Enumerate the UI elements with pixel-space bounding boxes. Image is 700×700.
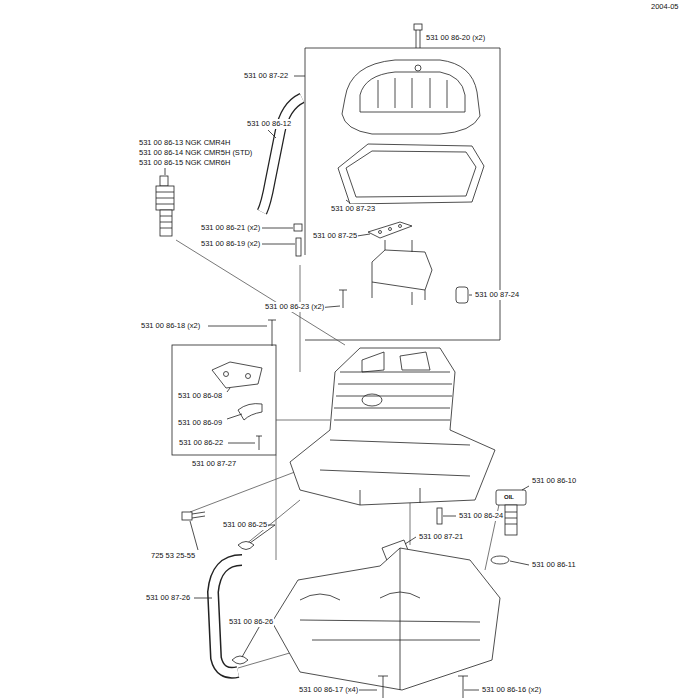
part-number: 531 00 86-22 <box>178 438 224 448</box>
part-number: 531 00 87-22 <box>243 71 289 81</box>
part-number: 531 00 87-26 <box>145 593 191 603</box>
part-number: 531 00 86-16 (x2) <box>481 685 542 695</box>
part-number: 531 00 87-24 <box>474 290 520 300</box>
part-number: 531 00 86-10 <box>531 476 577 486</box>
part-number: 531 00 87-25 <box>312 231 358 241</box>
part-number: 531 00 86-12 <box>246 119 292 129</box>
part-number: 531 00 86-09 <box>177 418 223 428</box>
part-number: 531 00 86-24 <box>458 511 504 521</box>
part-number: 531 00 86-18 (x2) <box>140 321 201 331</box>
part-number: 531 00 86-13 NGK CMR4H <box>138 138 231 148</box>
part-number: 531 00 86-19 (x2) <box>200 239 261 249</box>
part-number: 531 00 86-23 (x2) <box>264 302 325 312</box>
part-number: 531 00 87-23 <box>330 204 376 214</box>
part-number: 531 00 87-27 <box>191 459 237 469</box>
part-number: 531 00 86-17 (x4) <box>298 685 359 695</box>
part-number: 531 00 86-08 <box>177 391 223 401</box>
part-number: 531 00 87-21 <box>418 532 464 542</box>
part-number: 725 53 25-55 <box>150 551 196 561</box>
part-number: 531 00 86-11 <box>531 560 577 570</box>
part-number: 531 00 86-21 (x2) <box>200 223 261 233</box>
part-number: 531 00 86-20 (x2) <box>425 33 486 43</box>
part-number: 531 00 86-26 <box>228 617 274 627</box>
part-number: 531 00 86-25 <box>222 520 268 530</box>
part-number: 531 00 86-14 NGK CMR5H (STD) <box>138 148 253 158</box>
part-number: 531 00 86-15 NGK CMR6H <box>138 158 231 168</box>
part-number: OIL <box>503 494 515 501</box>
date-stamp: 2004-05 <box>650 2 680 12</box>
